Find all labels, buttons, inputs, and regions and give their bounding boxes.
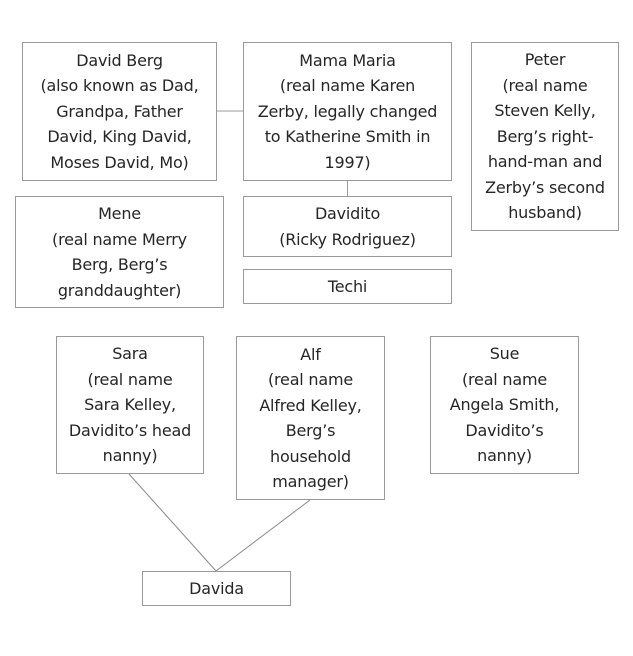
node-detail-line: granddaughter) <box>57 280 182 300</box>
node-detail-line: to Katherine Smith in <box>264 127 431 147</box>
node-detail-line: hand-man and <box>487 152 603 172</box>
node-detail-line: household <box>270 446 351 466</box>
node-detail-line: Berg, Berg’s <box>71 255 168 274</box>
node-detail-line: (real name <box>461 369 548 389</box>
connector-alf-davida <box>215 499 311 572</box>
node-detail-line: Davidito’s <box>465 420 544 440</box>
node-davidito: Davidito (Ricky Rodriguez) <box>243 196 452 257</box>
node-detail-line: Zerby’s second <box>485 177 605 197</box>
node-title: Alf <box>300 344 321 364</box>
node-davida: Davida <box>142 571 291 606</box>
node-detail-line: nanny) <box>102 446 158 466</box>
node-detail-line: Zerby, legally changed <box>257 101 438 121</box>
node-techi: Techi <box>243 269 452 304</box>
node-title: Techi <box>327 276 368 296</box>
node-david-berg: David Berg (also known as Dad, Grandpa, Fa… <box>22 42 217 181</box>
node-detail-line: Sara Kelley, <box>84 395 176 415</box>
node-title: Davida <box>189 578 244 598</box>
node-detail-line: (Ricky Rodriguez) <box>279 229 416 249</box>
node-detail-line: Berg’s <box>285 421 336 440</box>
node-detail-line: nanny) <box>477 446 532 466</box>
node-title: Sue <box>489 344 520 364</box>
connector-sara-davida <box>128 473 217 572</box>
node-detail-line: Davidito’s head <box>68 420 192 440</box>
node-detail-line: (also known as Dad, <box>40 76 199 96</box>
node-detail-line: Alfred Kelley, <box>259 395 362 415</box>
node-title: Peter <box>524 50 566 70</box>
node-title: Davidito <box>314 204 381 223</box>
node-title: David Berg <box>76 50 163 70</box>
node-detail-line: (real name Merry <box>52 229 187 249</box>
node-detail-line: Angela Smith, <box>449 395 560 415</box>
node-title: Sara <box>112 344 148 364</box>
node-detail-line: (real name Karen <box>279 76 416 96</box>
node-detail-line: Berg’s right- <box>496 126 594 146</box>
node-detail-line: Moses David, Mo) <box>50 152 189 172</box>
node-title: Mama Maria <box>299 50 396 70</box>
node-detail-line: manager) <box>272 472 349 491</box>
node-title: Mene <box>98 204 141 223</box>
node-detail-line: 1997) <box>324 152 371 172</box>
node-detail-line: (real name <box>267 370 354 389</box>
node-detail-line: David, King David, <box>47 127 192 147</box>
node-detail-line: (real name <box>502 75 588 95</box>
node-detail-line: Steven Kelly, <box>494 101 596 121</box>
node-detail-line: (real name <box>87 369 173 389</box>
node-detail-line: husband) <box>508 203 582 223</box>
node-detail-line: Grandpa, Father <box>56 101 183 121</box>
